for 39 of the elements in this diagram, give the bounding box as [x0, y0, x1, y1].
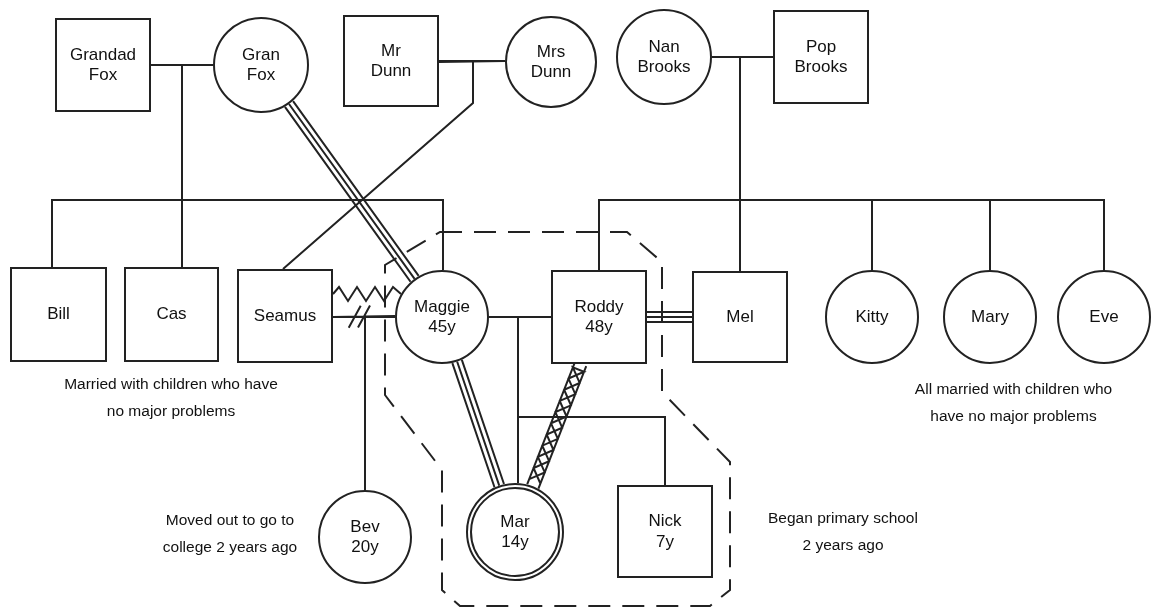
descent-lines — [51, 64, 444, 271]
name-label: Maggie 45y — [413, 296, 471, 338]
triple-line — [646, 311, 693, 323]
name-label: Mr Dunn — [369, 40, 413, 82]
person-square — [343, 15, 439, 107]
triple-line — [283, 100, 420, 283]
name-label: Seamus — [253, 305, 317, 327]
note-text: Married with children who have no major problems — [63, 374, 279, 422]
descent-lines — [282, 60, 506, 270]
note-text: All married with children who have no major problems — [913, 379, 1114, 427]
descent-lines — [332, 316, 396, 491]
triple-line — [451, 358, 505, 489]
person-square — [124, 267, 219, 362]
name-label: Bev 20y — [349, 516, 381, 558]
person-square — [55, 18, 151, 112]
name-label: Mar 14y — [499, 511, 531, 553]
name-label: Roddy 48y — [573, 296, 625, 338]
name-label: Nan Brooks — [636, 36, 692, 78]
name-label: Eve — [1089, 306, 1119, 328]
name-label: Bill — [47, 304, 70, 325]
person-square — [10, 267, 107, 362]
note-text: Began primary school 2 years ago — [767, 508, 919, 556]
name-label: Grandad Fox — [68, 44, 138, 86]
zigzag-line — [332, 285, 402, 303]
note-text: Moved out to go to college 2 years ago — [161, 510, 299, 558]
person-square — [773, 10, 869, 104]
name-label: Gran Fox — [241, 44, 281, 86]
descent-lines — [598, 56, 1105, 272]
name-label: Nick 7y — [647, 511, 683, 552]
name-label: Pop Brooks — [793, 36, 849, 78]
person-square — [692, 271, 788, 363]
person-square — [237, 269, 333, 363]
name-label: Mary — [971, 306, 1009, 328]
name-label: Mel — [726, 306, 754, 328]
person-square — [551, 270, 647, 364]
name-label: Kitty — [855, 306, 889, 328]
name-label: Cas — [156, 304, 187, 325]
name-label: Mrs Dunn — [529, 41, 573, 83]
person-square — [617, 485, 713, 578]
